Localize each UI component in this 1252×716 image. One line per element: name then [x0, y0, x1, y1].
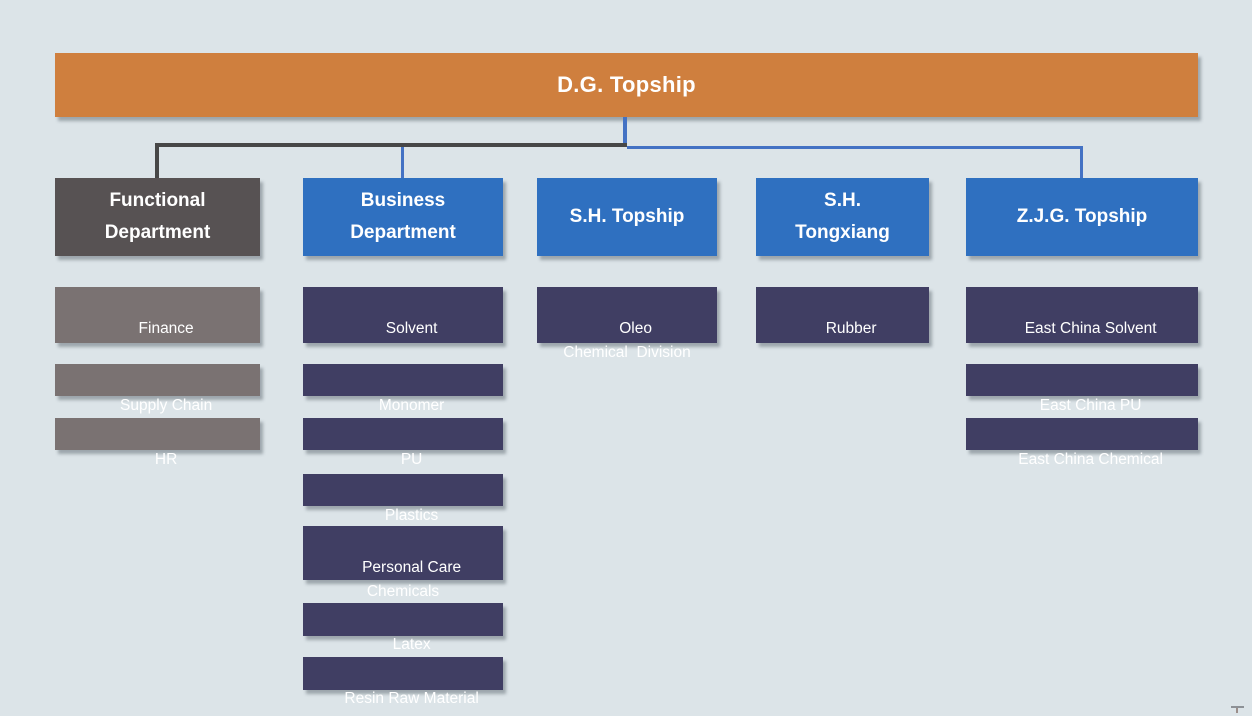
cursor-stem — [1236, 708, 1238, 713]
org-node-business-department: Business Department — [303, 178, 503, 256]
org-node-label: Monomer — [378, 397, 445, 415]
org-node-label: Functional Department — [104, 189, 211, 243]
connector-business-drop — [401, 147, 404, 178]
org-node-solvent: Solvent — [303, 287, 503, 343]
org-node-label: Oleo Chemical Division — [563, 320, 691, 361]
org-node-monomer: Monomer — [303, 364, 503, 414]
org-node-label: Business Department — [350, 189, 456, 243]
org-node-east-china-solvent: East China Solvent — [966, 287, 1198, 343]
org-node-resin-raw-material: Resin Raw Material — [303, 657, 503, 707]
connector-horizontal-gray — [155, 143, 627, 147]
org-node-label: Personal Care Chemicals — [362, 559, 462, 600]
org-node-hr: HR — [55, 418, 260, 468]
org-node-latex: Latex — [303, 603, 503, 653]
org-node-label: Latex — [392, 636, 431, 654]
org-node-label: HR — [154, 451, 178, 469]
org-node-pu: PU — [303, 418, 503, 468]
org-node-supply-chain: Supply Chain — [55, 364, 260, 414]
org-node-oleo-chemical-division: Oleo Chemical Division — [537, 287, 717, 361]
org-node-label: Supply Chain — [120, 397, 213, 415]
org-node-label: East China Chemical — [1018, 451, 1163, 469]
org-node-east-china-pu: East China PU — [966, 364, 1198, 414]
cursor-bar — [1231, 706, 1244, 708]
org-node-label: Rubber — [825, 320, 877, 338]
org-node-sh-tongxiang: S.H. Tongxiang — [756, 178, 929, 256]
org-node-root-label: D.G. Topship — [557, 72, 696, 97]
connector-horizontal-blue — [627, 146, 1083, 149]
org-node-label: Z.J.G. Topship — [1016, 205, 1148, 227]
org-node-zjg-topship: Z.J.G. Topship — [966, 178, 1198, 256]
org-node-label: S.H. Topship — [569, 205, 685, 227]
org-node-rubber: Rubber — [756, 287, 929, 343]
org-node-label: East China PU — [1039, 397, 1142, 415]
org-node-label: Solvent — [385, 320, 438, 338]
org-node-label: PU — [400, 451, 423, 469]
org-node-label: Plastics — [384, 507, 439, 525]
connector-zjg-drop — [1080, 146, 1083, 178]
connector-root-drop — [623, 117, 627, 146]
org-node-root: D.G. Topship — [55, 53, 1198, 117]
org-node-label: Finance — [138, 320, 194, 338]
org-node-functional-department: Functional Department — [55, 178, 260, 256]
org-node-label: S.H. Tongxiang — [795, 189, 890, 243]
org-node-east-china-chemical: East China Chemical — [966, 418, 1198, 468]
org-node-sh-topship: S.H. Topship — [537, 178, 717, 256]
text-cursor-artifact — [1231, 706, 1244, 713]
org-node-plastics: Plastics — [303, 474, 503, 524]
org-node-label: Resin Raw Material — [344, 690, 479, 708]
org-node-finance: Finance — [55, 287, 260, 343]
connector-functional-drop — [155, 143, 159, 178]
org-node-personal-care-chemicals: Personal Care Chemicals — [303, 526, 503, 600]
org-node-label: East China Solvent — [1024, 320, 1157, 338]
